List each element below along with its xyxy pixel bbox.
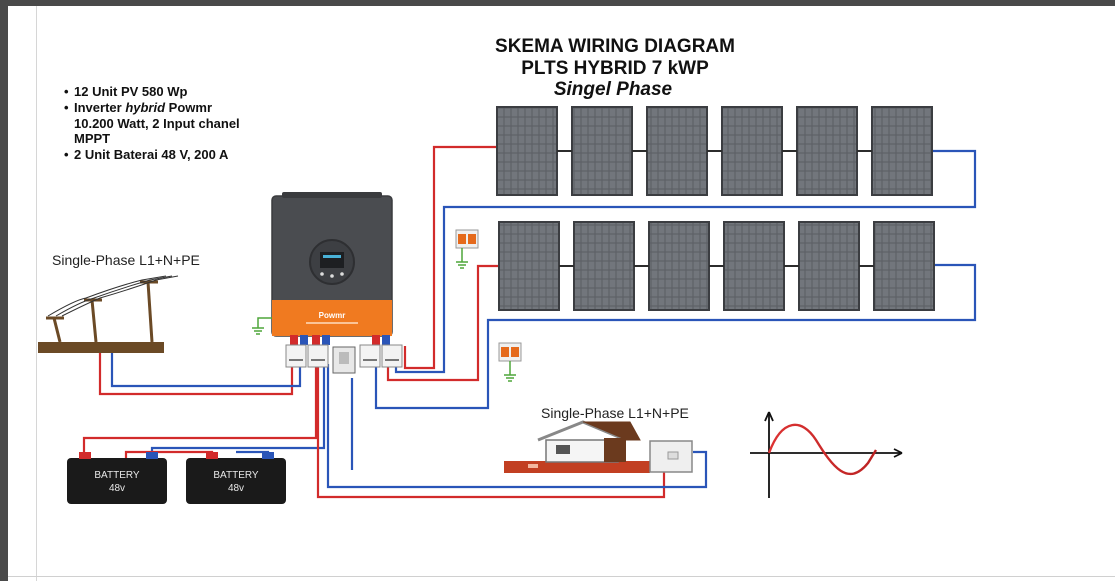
wire-battery-positive [82, 364, 318, 458]
house-label: Single-Phase L1+N+PE [541, 405, 689, 421]
pv-panel [573, 221, 635, 311]
pv-panel [648, 221, 710, 311]
pv-array [496, 106, 935, 311]
pv-panel [873, 221, 935, 311]
spec-item-inverter: Inverter hybrid Powmr [74, 100, 212, 115]
grid-label: Single-Phase L1+N+PE [52, 252, 200, 268]
pv-breaker-2 [498, 342, 522, 382]
battery-1-voltage: 48v [109, 483, 125, 494]
spec-bullet-2: • [64, 100, 69, 115]
frame-border-top [0, 0, 1115, 6]
battery-2-label: BATTERY [213, 470, 259, 481]
wire-pv2-positive [386, 264, 505, 382]
diagram-title: SKEMA WIRING DIAGRAM PLTS HYBRID 7 kWP S… [495, 36, 735, 100]
spec-item-battery: 2 Unit Baterai 48 V, 200 A [74, 147, 229, 162]
pv-breaker-1 [455, 229, 479, 269]
pv-panel [496, 106, 558, 196]
sine-wave-icon [750, 411, 903, 498]
spec-inverter-line3: MPPT [74, 131, 110, 146]
ground-icon [456, 248, 468, 269]
wiring [82, 145, 977, 499]
inverter-display [320, 252, 344, 268]
pv-panel [796, 106, 858, 196]
pv-panel [721, 106, 783, 196]
battery-1: BATTERY 48v [67, 452, 167, 504]
inverter-brand: Powmr [319, 311, 346, 320]
wire-pv1-positive [403, 145, 505, 370]
pv-panel [498, 221, 560, 311]
ground-icon [252, 317, 272, 335]
title-line-3: Singel Phase [554, 79, 673, 100]
wire-pv2-negative [374, 263, 977, 410]
pv-panel [871, 106, 933, 196]
hybrid-inverter: Powmr [252, 192, 393, 345]
spec-inverter-a: Inverter [74, 100, 125, 115]
frame-border-left [0, 0, 8, 581]
wire-load-positive [316, 364, 666, 499]
ground-icon [504, 361, 516, 382]
inner-divider [36, 6, 37, 581]
pv-row-2 [498, 221, 935, 311]
spec-inverter-b: hybrid [125, 100, 166, 115]
wire-grid-positive [98, 352, 294, 396]
spec-bullet-1: • [64, 84, 69, 99]
house-ground-base [504, 461, 650, 473]
wire-grid-negative [110, 352, 302, 388]
wire-battery-link [124, 450, 214, 458]
pv-panel [571, 106, 633, 196]
battery-2-voltage: 48v [228, 483, 244, 494]
breaker-strip [285, 344, 403, 374]
spec-item-pv: 12 Unit PV 580 Wp [74, 84, 187, 99]
spec-bullet-3: • [64, 147, 69, 162]
inner-bottom-edge [8, 576, 1115, 577]
house-load: Single-Phase L1+N+PE [504, 405, 693, 473]
title-line-2: PLTS HYBRID 7 kWP [521, 58, 709, 79]
pv-row-1 [496, 106, 933, 196]
spec-inverter-c: Powmr [165, 100, 212, 115]
pv-panel [723, 221, 785, 311]
utility-grid: Single-Phase L1+N+PE [38, 252, 200, 353]
power-pole-icon [52, 281, 154, 343]
battery-2: BATTERY 48v [186, 452, 286, 504]
spec-inverter-line2: 10.200 Watt, 2 Input chanel [74, 116, 240, 131]
wire-load-negative [326, 364, 708, 489]
pv-panel [646, 106, 708, 196]
title-line-1: SKEMA WIRING DIAGRAM [495, 36, 735, 57]
battery-1-label: BATTERY [94, 470, 140, 481]
wire-battery-negative [150, 364, 326, 458]
grid-ground-base [38, 342, 164, 353]
pv-panel [798, 221, 860, 311]
spec-list: • 12 Unit PV 580 Wp • Inverter hybrid Po… [64, 84, 240, 162]
wire-pv1-negative [394, 149, 977, 374]
